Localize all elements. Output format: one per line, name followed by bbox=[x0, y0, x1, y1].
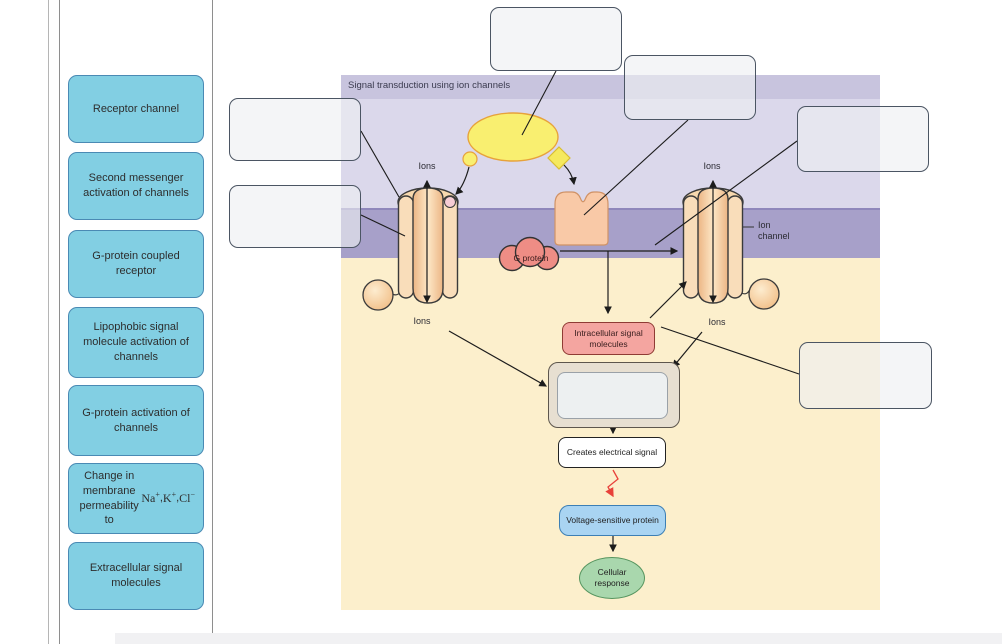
signal-molecule-diamond-icon bbox=[547, 146, 571, 170]
panel-divider-left bbox=[59, 0, 60, 644]
diagram-title: Signal transduction using ion channels bbox=[348, 80, 511, 91]
option-lipophobic[interactable]: Lipophobic signal molecule activation of… bbox=[68, 307, 204, 378]
voltage-sensitive-protein-box: Voltage-sensitive protein bbox=[559, 505, 666, 536]
option-extracellular-signal[interactable]: Extracellular signal molecules bbox=[68, 542, 204, 610]
intracellular-signal-molecules-box: Intracellular signal molecules bbox=[562, 322, 655, 355]
flow-arrows bbox=[423, 164, 717, 553]
option-gprotein-activation[interactable]: G-protein activation of channels bbox=[68, 385, 204, 456]
cellular-response-ellipse: Cellular response bbox=[579, 557, 645, 599]
creates-electrical-signal-box: Creates electrical signal bbox=[558, 437, 666, 468]
drop-target-upper-right[interactable] bbox=[624, 55, 756, 120]
signal-molecule-circle-icon bbox=[462, 151, 478, 167]
ions-label-left-top: Ions bbox=[418, 161, 436, 171]
drop-target-left-lower[interactable] bbox=[229, 185, 361, 248]
option-membrane-permeability[interactable]: Change in membrane permeability to Na+, … bbox=[68, 463, 204, 534]
diagram-title-band bbox=[341, 75, 880, 99]
option-receptor-channel[interactable]: Receptor channel bbox=[68, 75, 204, 143]
receptor-channel-left-icon bbox=[362, 187, 459, 311]
drop-target-right-upper[interactable] bbox=[797, 106, 929, 172]
drop-target-hidden-step[interactable] bbox=[557, 372, 668, 419]
ions-label-right-bottom: Ions bbox=[708, 317, 726, 327]
signal-molecule-ellipse-icon bbox=[467, 112, 559, 162]
bottom-strip bbox=[115, 633, 1002, 644]
g-protein-label: G protein bbox=[513, 253, 549, 263]
ion-channel-label: Ion channel bbox=[758, 220, 790, 241]
drop-target-right-lower[interactable] bbox=[799, 342, 932, 409]
drop-target-top-center[interactable] bbox=[490, 7, 622, 71]
lightning-bolt-icon bbox=[605, 469, 619, 498]
ions-label-left-bottom: Ions bbox=[413, 316, 431, 326]
g-protein-icon bbox=[498, 236, 560, 272]
leader-lines bbox=[360, 70, 800, 375]
option-second-messenger[interactable]: Second messenger activation of channels bbox=[68, 152, 204, 220]
ion-channel-right-icon bbox=[682, 187, 780, 310]
ions-label-right-top: Ions bbox=[703, 161, 721, 171]
panel-divider-right bbox=[212, 0, 213, 644]
drop-target-left-upper[interactable] bbox=[229, 98, 361, 161]
option-gpcr[interactable]: G-protein coupled receptor bbox=[68, 230, 204, 298]
panel-divider-outer bbox=[48, 0, 49, 644]
